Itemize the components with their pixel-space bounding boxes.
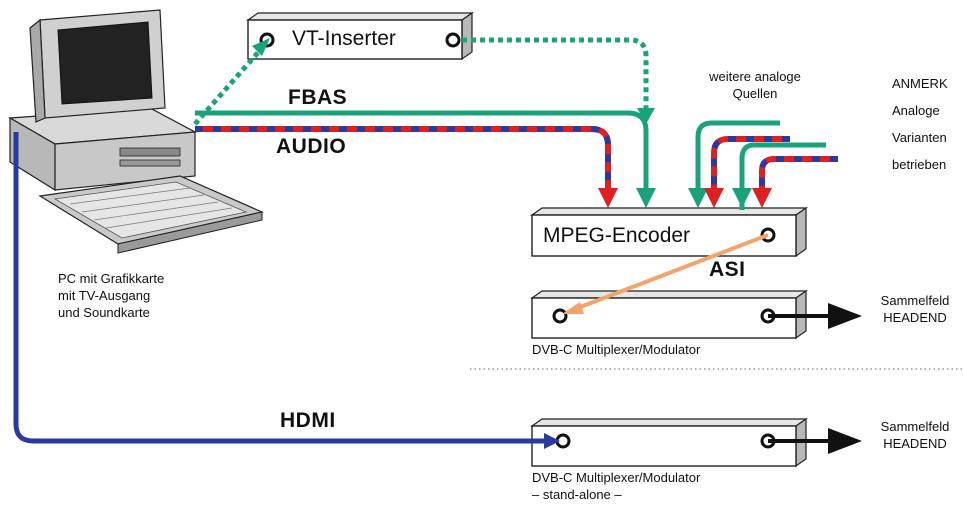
audio-line: [195, 126, 618, 208]
analog-sources-label: weitere analoge Quellen: [696, 68, 814, 102]
output1-line1: Sammelfeld: [880, 293, 950, 308]
mux2-box: [530, 417, 808, 468]
pc-caption-line1: PC mit Grafikkarte: [58, 271, 165, 286]
note-line2: Analoge: [892, 103, 940, 118]
output2-label: Sammelfeld HEADEND: [872, 418, 958, 452]
mux1-label: DVB-C Multiplexer/Modulator: [532, 342, 701, 357]
output2-line1: Sammelfeld: [880, 419, 950, 434]
note-line1: ANMERK: [892, 76, 948, 91]
analog-sources-line1: weitere analoge: [709, 69, 801, 84]
pc-caption-line2: mit TV-Ausgang: [58, 288, 151, 303]
mpeg-encoder-box: [530, 206, 808, 258]
mux1-box: [530, 289, 808, 340]
pc-icon: [8, 9, 264, 254]
analog-sources-lines: [688, 120, 838, 210]
fbas-label: FBAS: [288, 86, 348, 109]
fbas-line: [195, 110, 656, 208]
note-line3: Varianten: [892, 130, 947, 145]
asi-label: ASI: [709, 258, 746, 281]
vt-link-lines: [193, 37, 655, 126]
pc-caption-line3: und Soundkarte: [58, 305, 150, 320]
hdmi-label: HDMI: [280, 409, 336, 432]
note-text: ANMERK Analoge Varianten betrieben: [892, 70, 948, 178]
note-line4: betrieben: [892, 157, 947, 172]
mpeg-encoder-label: MPEG-Encoder: [543, 224, 691, 247]
mux2-label-line2: – stand-alone –: [532, 487, 622, 502]
analog-sources-line2: Quellen: [732, 86, 778, 101]
mux2-label: DVB-C Multiplexer/Modulator – stand-alon…: [532, 469, 700, 503]
output2-line2: HEADEND: [883, 436, 947, 451]
output1-label: Sammelfeld HEADEND: [872, 292, 958, 326]
vt-inserter-label: VT-Inserter: [292, 27, 396, 50]
audio-label: AUDIO: [276, 135, 347, 158]
asi-line: [562, 233, 769, 314]
mux2-label-line1: DVB-C Multiplexer/Modulator: [532, 470, 701, 485]
output-arrow-2: [768, 428, 862, 454]
pc-caption: PC mit Grafikkarte mit TV-Ausgang und So…: [58, 270, 164, 321]
hdmi-line: [13, 132, 560, 449]
output1-line2: HEADEND: [883, 310, 947, 325]
output-arrow-1: [768, 303, 862, 329]
